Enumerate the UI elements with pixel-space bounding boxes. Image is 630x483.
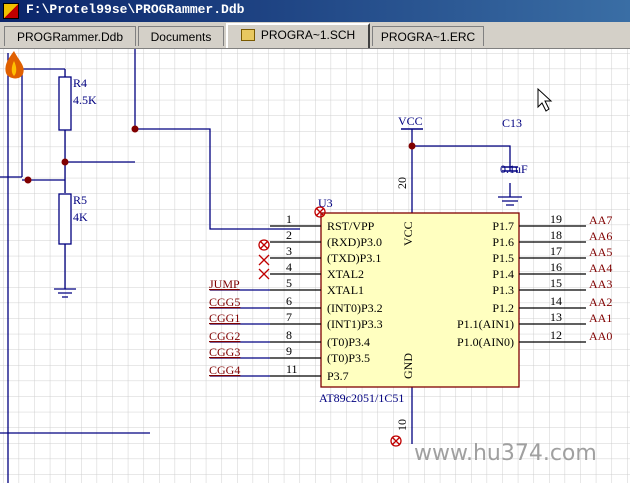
net-label[interactable]: CGG5 bbox=[209, 295, 240, 309]
capacitor-c13[interactable] bbox=[502, 166, 518, 172]
ic-pin-name: (T0)P3.4 bbox=[327, 335, 370, 349]
net-label[interactable]: AA2 bbox=[589, 295, 612, 309]
mouse-cursor-icon bbox=[537, 87, 553, 112]
ic-u3-body[interactable] bbox=[320, 212, 520, 388]
junction-dots bbox=[24, 125, 416, 184]
net-label[interactable]: CGG3 bbox=[209, 345, 240, 359]
tab-label: PROGRA~1.ERC bbox=[380, 30, 476, 44]
ic-pin-name: P1.2 bbox=[492, 301, 514, 315]
net-label[interactable]: AA1 bbox=[589, 311, 612, 325]
ic-pin-number: 9 bbox=[286, 344, 292, 358]
net-label[interactable]: AA3 bbox=[589, 277, 612, 291]
ic-pin-number: 19 bbox=[550, 212, 562, 226]
ic-pin-name: P1.6 bbox=[492, 235, 514, 249]
r4-value: 4.5K bbox=[73, 93, 97, 107]
ic-gnd-pin-name: GND bbox=[401, 353, 415, 379]
tab-progra-sch[interactable]: PROGRA~1.SCH bbox=[226, 23, 370, 48]
ic-pin-name: P1.0(AIN0) bbox=[457, 335, 514, 349]
ic-pin-number: 16 bbox=[550, 260, 562, 274]
ic-pin-name: P1.4 bbox=[492, 267, 514, 281]
app-icon bbox=[3, 3, 19, 19]
ic-pin-name: RST/VPP bbox=[327, 219, 375, 233]
ic-vcc-pin-name: VCC bbox=[401, 221, 415, 246]
ground-icon bbox=[498, 196, 522, 206]
schematic-drawing: R4 4.5K R5 4K VCC C13 0.1uF U3 AT89c2051… bbox=[0, 49, 630, 483]
ground-icon bbox=[54, 288, 76, 298]
ic-pin-name: (INT1)P3.3 bbox=[327, 317, 383, 331]
net-label[interactable]: CGG1 bbox=[209, 311, 240, 325]
ic-pin-number: 5 bbox=[286, 276, 292, 290]
ic-pin-number: 2 bbox=[286, 228, 292, 242]
ic-pin-name: P1.5 bbox=[492, 251, 514, 265]
schematic-doc-icon bbox=[240, 29, 255, 41]
window-title: F:\Protel99se\PROGRammer.Ddb bbox=[26, 2, 245, 17]
r5-value: 4K bbox=[73, 210, 88, 224]
tab-label: Documents bbox=[150, 30, 212, 44]
grid bbox=[0, 49, 630, 483]
ic-part-number: AT89c2051/1C51 bbox=[319, 391, 404, 405]
erc-markers bbox=[258, 206, 402, 447]
resistor-r4-body[interactable] bbox=[58, 76, 72, 131]
tab-label: PROGRammer.Ddb bbox=[16, 30, 124, 44]
ic-pin-number: 15 bbox=[550, 276, 562, 290]
ic-pin-name: P1.3 bbox=[492, 283, 514, 297]
schematic-canvas[interactable]: R4 4.5K R5 4K VCC C13 0.1uF U3 AT89c2051… bbox=[0, 49, 630, 483]
ic-pin-number: 17 bbox=[550, 244, 562, 258]
ic-pin-number: 14 bbox=[550, 294, 562, 308]
ic-vcc-pin-num: 20 bbox=[395, 177, 409, 189]
net-label[interactable]: JUMP bbox=[209, 277, 240, 291]
r4-ref: R4 bbox=[73, 76, 87, 90]
tab-label: PROGRA~1.SCH bbox=[260, 28, 356, 42]
ic-pin-name: (TXD)P3.1 bbox=[327, 251, 381, 265]
ic-pin-number: 12 bbox=[550, 328, 562, 342]
resistor-r5-body[interactable] bbox=[58, 193, 72, 245]
ic-pin-name: (INT0)P3.2 bbox=[327, 301, 383, 315]
ic-pin-number: 4 bbox=[286, 260, 292, 274]
net-label[interactable]: AA7 bbox=[589, 213, 612, 227]
r5-ref: R5 bbox=[73, 193, 87, 207]
document-tab-bar: PROGRammer.Ddb Documents PROGRA~1.SCH PR… bbox=[0, 22, 630, 49]
ic-pin-name: (T0)P3.5 bbox=[327, 351, 370, 365]
c13-value: 0.1uF bbox=[500, 162, 528, 176]
ic-pin-number: 18 bbox=[550, 228, 562, 242]
tab-progra-erc[interactable]: PROGRA~1.ERC bbox=[372, 26, 484, 46]
net-label[interactable]: CGG2 bbox=[209, 329, 240, 343]
ic-pin-name: XTAL2 bbox=[327, 267, 364, 281]
ic-pin-number: 11 bbox=[286, 362, 298, 376]
ic-gnd-pin-num: 10 bbox=[395, 419, 409, 431]
watermark-logo-icon bbox=[5, 51, 24, 79]
net-label[interactable]: AA0 bbox=[589, 329, 612, 343]
tab-programmer-ddb[interactable]: PROGRammer.Ddb bbox=[4, 26, 136, 46]
ic-pin-number: 6 bbox=[286, 294, 292, 308]
ic-ref: U3 bbox=[318, 196, 333, 210]
ic-pin-name: P1.1(AIN1) bbox=[457, 317, 514, 331]
net-label[interactable]: AA4 bbox=[589, 261, 612, 275]
ic-pin-name: XTAL1 bbox=[327, 283, 364, 297]
c13-ref: C13 bbox=[502, 116, 522, 130]
ic-pin-number: 1 bbox=[286, 212, 292, 226]
ic-pin-number: 8 bbox=[286, 328, 292, 342]
ic-pin-name: (RXD)P3.0 bbox=[327, 235, 382, 249]
ic-pin-name: P3.7 bbox=[327, 369, 349, 383]
title-bar: F:\Protel99se\PROGRammer.Ddb bbox=[0, 0, 630, 22]
ic-pin-number: 13 bbox=[550, 310, 562, 324]
net-label[interactable]: CGG4 bbox=[209, 363, 240, 377]
tab-documents[interactable]: Documents bbox=[138, 26, 224, 46]
ic-pin-number: 3 bbox=[286, 244, 292, 258]
ic-pin-number: 7 bbox=[286, 310, 292, 324]
net-label[interactable]: AA5 bbox=[589, 245, 612, 259]
ic-pin-name: P1.7 bbox=[492, 219, 514, 233]
watermark-text: www.hu374.com bbox=[414, 441, 597, 466]
vcc-power-label: VCC bbox=[398, 114, 423, 128]
net-label[interactable]: AA6 bbox=[589, 229, 612, 243]
